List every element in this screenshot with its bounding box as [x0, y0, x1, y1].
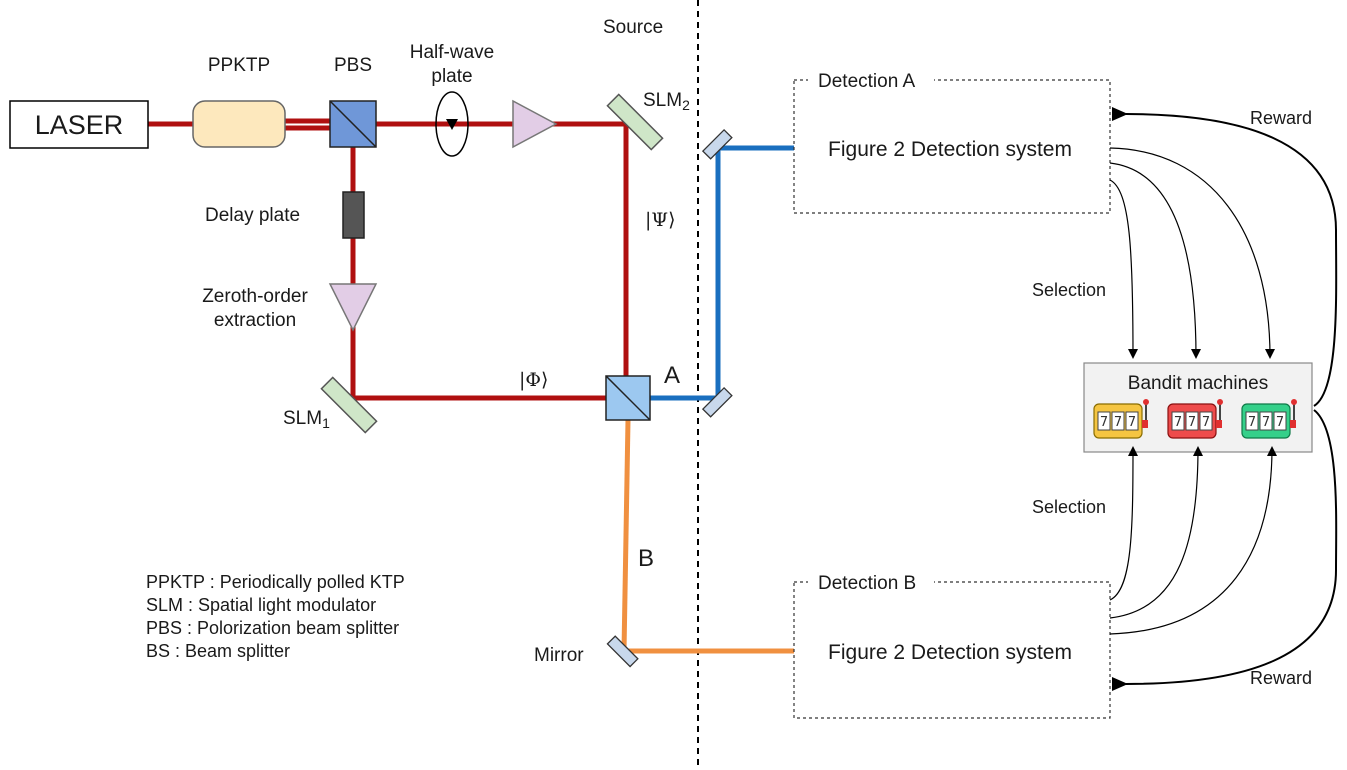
pbs-label: PBS: [334, 55, 372, 76]
slm2-mirror: [606, 93, 664, 151]
detection-a-box: [793, 79, 1111, 214]
delay-plate: [342, 191, 365, 239]
selection-arrows-top: [1109, 147, 1275, 359]
mirror-a-bottom: [701, 386, 733, 418]
prism-top: [512, 99, 558, 149]
detection-b-box: [793, 581, 1111, 719]
svg-text:7: 7: [1276, 415, 1284, 430]
bandit-title: Bandit machines: [1128, 373, 1268, 394]
legend-item: PPKTP : Periodically polled KTP: [146, 572, 405, 592]
detection-b-body: Figure 2 Detection system: [828, 641, 1072, 664]
svg-text:7: 7: [1262, 415, 1270, 430]
slot-machine: 7 7 7: [1167, 399, 1223, 439]
mirror-b-label: Mirror: [534, 645, 584, 666]
mirror-b: [606, 635, 639, 668]
laser-label: LASER: [35, 110, 124, 140]
svg-text:7: 7: [1174, 415, 1182, 430]
legend-item: PBS : Polorization beam splitter: [146, 618, 399, 638]
ppktp-label: PPKTP: [208, 55, 270, 76]
path-a-beam: [650, 145, 794, 401]
zeroth-order-label-line1: Zeroth-order: [202, 286, 308, 307]
port-a-label: A: [664, 362, 680, 389]
selection-label-top: Selection: [1032, 280, 1106, 300]
port-b-label: B: [638, 545, 654, 572]
prism-zeroth-order: [328, 283, 378, 332]
half-wave-label-line1: Half-wave: [410, 42, 494, 63]
source-title: Source: [603, 17, 663, 38]
svg-text:7: 7: [1100, 415, 1108, 430]
svg-text:7: 7: [1128, 415, 1136, 430]
mirror-a-top: [701, 128, 733, 160]
abbreviation-legend: PPKTP : Periodically polled KTP SLM : Sp…: [146, 572, 405, 661]
slot-machine: 7 7 7: [1241, 399, 1297, 439]
legend-item: BS : Beam splitter: [146, 641, 290, 661]
half-wave-plate: [435, 91, 469, 157]
reward-label-bottom: Reward: [1250, 668, 1312, 688]
ket-phi: |Φ⟩: [519, 369, 548, 391]
detection-a-body: Figure 2 Detection system: [828, 138, 1072, 161]
slm2-label: SLM2: [643, 90, 690, 113]
ppktp-crystal: [192, 100, 286, 148]
ket-psi: |Ψ⟩: [645, 209, 675, 231]
selection-label-bottom: Selection: [1032, 497, 1106, 517]
delay-plate-label: Delay plate: [205, 205, 300, 226]
svg-text:7: 7: [1114, 415, 1122, 430]
slot-machine: 7 7 7: [1093, 399, 1149, 439]
slm1-label: SLM1: [283, 408, 330, 431]
reward-arrows: [1111, 106, 1338, 692]
path-b-beam: [621, 419, 794, 654]
svg-text:7: 7: [1248, 415, 1256, 430]
detection-b-title: Detection B: [818, 573, 916, 594]
svg-text:7: 7: [1188, 415, 1196, 430]
slm1-mirror: [320, 376, 378, 434]
reward-label-top: Reward: [1250, 108, 1312, 128]
selection-arrows-bottom: [1109, 446, 1277, 635]
pump-beams: [148, 118, 629, 401]
svg-text:7: 7: [1202, 415, 1210, 430]
legend-item: SLM : Spatial light modulator: [146, 595, 376, 615]
zeroth-order-label-line2: extraction: [214, 310, 296, 331]
detection-a-title: Detection A: [818, 71, 915, 92]
half-wave-label-line2: plate: [431, 66, 472, 87]
laser-box: [9, 100, 149, 149]
